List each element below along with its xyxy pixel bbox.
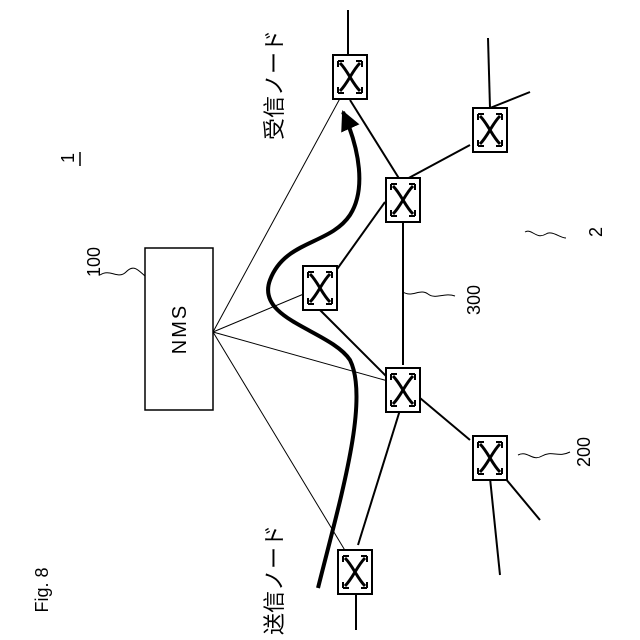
receiver-node [333, 55, 367, 99]
management-lines [213, 80, 395, 562]
nms-label: NMS [169, 304, 191, 354]
sender-node-label: 送信ノード [262, 525, 287, 635]
node-200 [473, 436, 507, 480]
node-middle [303, 266, 337, 310]
sender-node [338, 550, 372, 594]
nms-ref: 100 [84, 247, 104, 277]
figure-label: Fig. 8 [32, 567, 52, 612]
path-arrow [268, 112, 359, 588]
receiver-node-label: 受信ノード [262, 30, 287, 140]
node-upper-right [473, 108, 507, 152]
link-ref: 300 [464, 285, 484, 315]
system-ref: 1 [58, 153, 78, 163]
network-ref: 2 [586, 227, 606, 237]
node-hub-top [386, 178, 420, 222]
node-ref: 200 [574, 437, 594, 467]
network-links [320, 10, 540, 630]
node-hub-bottom [386, 368, 420, 412]
